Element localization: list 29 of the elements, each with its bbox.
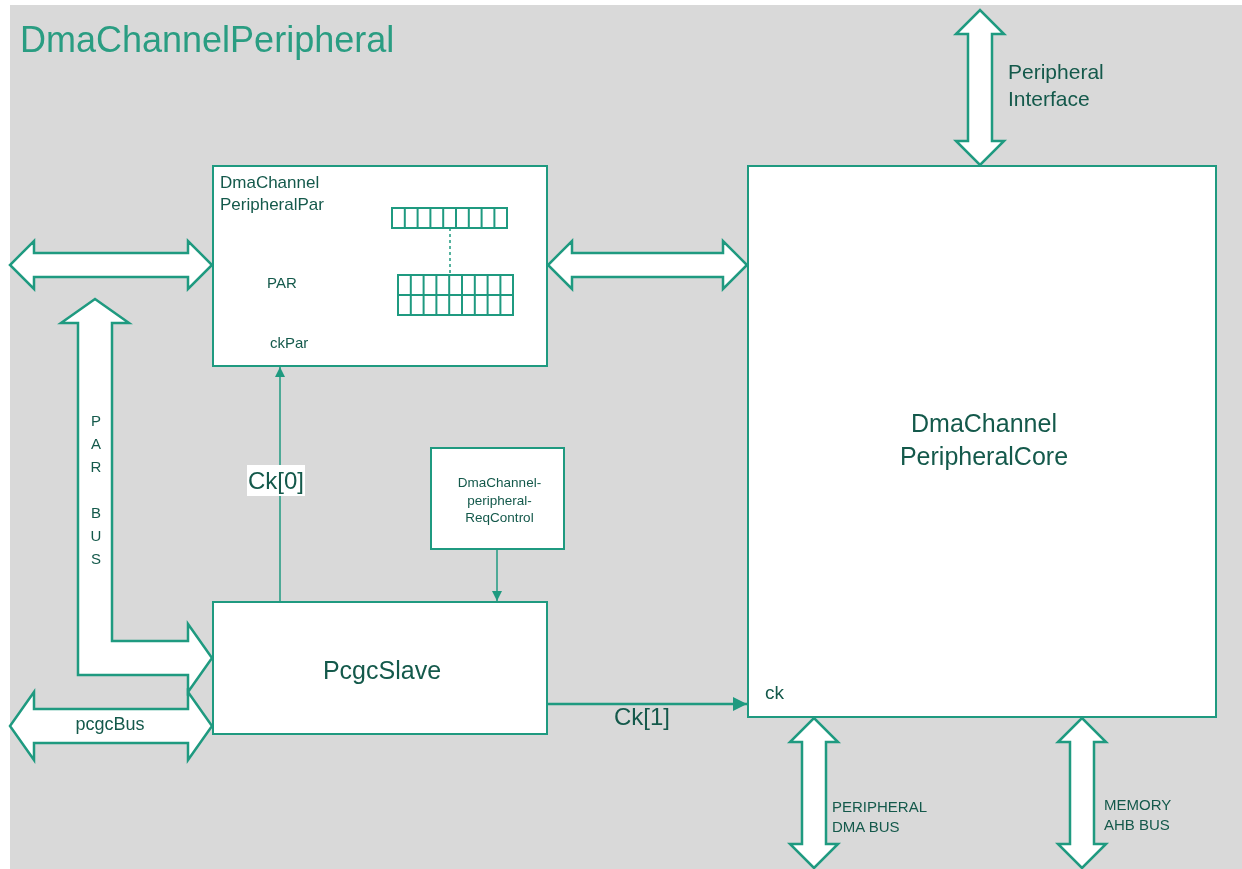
clock-port-label: ckPar xyxy=(270,333,310,353)
module-panel xyxy=(10,5,1242,869)
block-title: DmaChannel PeripheralPar xyxy=(220,172,325,217)
signal-label: Ck[1] xyxy=(614,702,670,732)
block-title: PcgcSlave xyxy=(321,654,443,686)
arrow xyxy=(275,366,285,602)
bus-label: Peripheral Interface xyxy=(1008,59,1105,113)
register-block xyxy=(212,165,548,367)
bus-label: PAR BUS xyxy=(86,412,106,573)
slave-block xyxy=(212,601,548,735)
signal-label: Ck[0] xyxy=(247,465,305,497)
bus-label: pcgcBus xyxy=(74,713,146,736)
block-title: DmaChannel PeripheralCore xyxy=(898,408,1070,472)
bus-arrow xyxy=(8,688,214,764)
control-block xyxy=(430,447,565,550)
bus-arrow xyxy=(8,238,214,292)
bus-label: PERIPHERAL DMA BUS xyxy=(832,797,928,836)
bus-arrow xyxy=(787,716,841,869)
bus-arrow xyxy=(953,8,1007,167)
bus-arrow xyxy=(546,238,749,292)
bus-arrow xyxy=(1055,716,1109,869)
register-label: PAR xyxy=(267,273,298,293)
arrow xyxy=(492,549,502,602)
module-title: DmaChannelPeripheral xyxy=(20,18,396,62)
block-title: DmaChannel- peripheral- ReqControl xyxy=(456,474,543,528)
clock-port-label: ck xyxy=(765,681,785,705)
bus-label: MEMORY AHB BUS xyxy=(1104,795,1172,834)
core-block xyxy=(747,165,1217,718)
arrow xyxy=(548,697,747,711)
